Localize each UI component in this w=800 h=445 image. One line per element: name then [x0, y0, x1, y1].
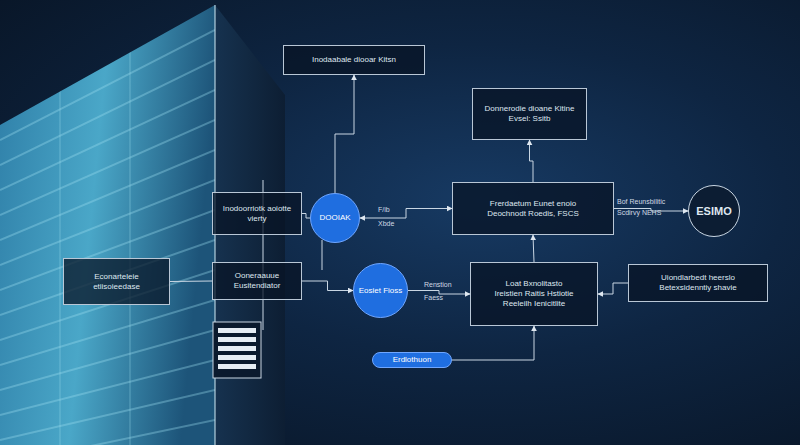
node-text: Econarteleie — [94, 272, 138, 282]
hub-circle: Eosiet Fioss — [353, 263, 408, 318]
node-text: DOOIAK — [319, 213, 350, 223]
connector-arrow — [452, 326, 534, 360]
process-box: Inodaabale diooar Kitsn — [283, 45, 425, 75]
node-text: Inodaabale diooar Kitsn — [312, 55, 396, 65]
annotation-label: Xbde — [378, 219, 394, 228]
node-text: Uiondlarbedt heerslo — [661, 273, 735, 283]
connector-arrow — [408, 291, 470, 295]
node-text: Inodoorriotk aoiotte — [223, 204, 292, 214]
connector-arrow — [360, 209, 452, 219]
connector-arrow — [533, 235, 534, 262]
node-text: Eusitendiator — [234, 281, 281, 291]
node-text: Donnerodie dioane Kitine — [485, 104, 575, 114]
node-text: Loat Bxnolitasto — [506, 279, 563, 289]
annotation-label: Renstion — [424, 280, 452, 289]
glass-facade — [0, 5, 215, 445]
node-text: Evsel: Ssitb — [509, 114, 551, 124]
node-text: vierty — [247, 214, 266, 224]
connector-arrow — [530, 140, 534, 182]
node-text: ESIMO — [696, 206, 731, 216]
action-pill: Erdlothuon — [372, 352, 452, 368]
connector-arrow — [302, 214, 310, 219]
connector-arrow — [598, 283, 628, 294]
facade-stripes — [0, 0, 215, 445]
node-text: Betexsidenntiy shavie — [659, 283, 736, 293]
connector-arrow — [614, 209, 688, 212]
node-text: Ooneraauue — [235, 271, 279, 281]
connector-arrow — [170, 281, 212, 283]
annotation-label: Bof Reunsbilitic — [617, 197, 665, 206]
node-text: Deochnodt Roedis, FSCS — [487, 209, 579, 219]
process-box: Loat BxnolitastoIreistien Raitis Hstioti… — [470, 262, 598, 326]
annotation-label: Scdirvy NEHS — [617, 208, 661, 217]
process-box: OoneraauueEusitendiator — [212, 262, 302, 300]
connector-arrow — [335, 75, 354, 193]
node-text: Erdlothuon — [393, 355, 432, 365]
terminal-circle: ESIMO — [688, 185, 740, 237]
process-box: Inodoorriotk aoiottevierty — [212, 192, 302, 235]
process-box: Econarteleieetiisoieedase — [63, 258, 170, 305]
node-text: Eosiet Fioss — [359, 286, 403, 296]
hub-circle: DOOIAK — [310, 193, 360, 243]
node-text: Reeleilh Ienicitlite — [503, 299, 565, 309]
process-box: Frerdaetum Eunet enoioDeochnodt Roedis, … — [452, 182, 614, 235]
process-box: Uiondlarbedt heersloBetexsidenntiy shavi… — [628, 264, 768, 302]
process-box: Donnerodie dioane KitineEvsel: Ssitb — [472, 88, 587, 140]
list-icon — [213, 322, 261, 378]
node-text: Frerdaetum Eunet enoio — [490, 199, 576, 209]
annotation-label: F/ib — [378, 205, 390, 214]
node-text: etiisoieedase — [93, 282, 140, 292]
leader-line — [322, 240, 323, 270]
connector-arrow — [302, 281, 353, 291]
node-text: Ireistien Raitis Hstiotie — [494, 289, 573, 299]
